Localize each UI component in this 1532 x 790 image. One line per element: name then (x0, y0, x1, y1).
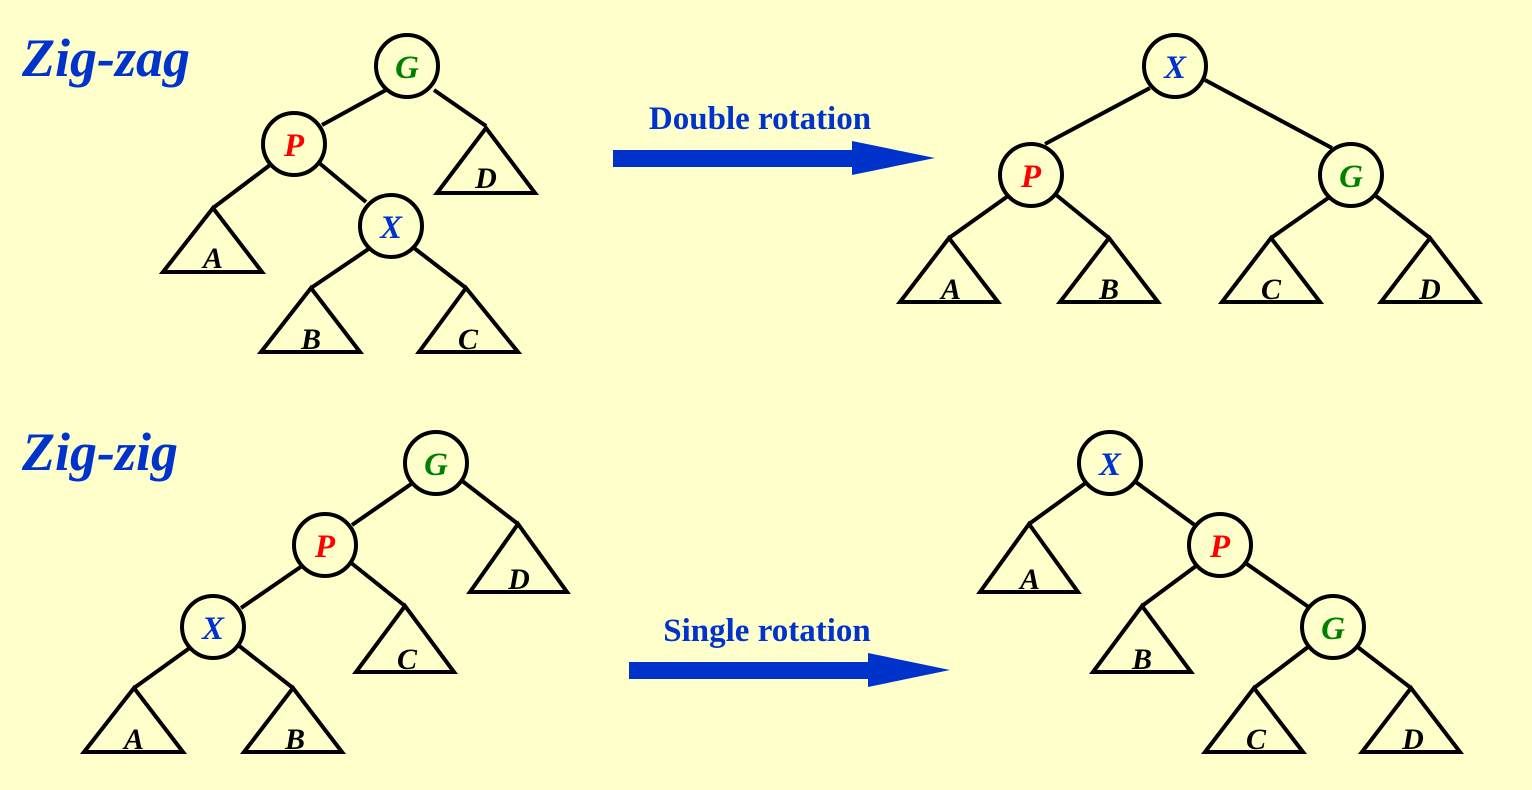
edge-G-D (1353, 643, 1413, 690)
node-P-label: P (283, 128, 305, 164)
arrow-shaft (629, 662, 874, 679)
subtree-B-label: B (300, 323, 321, 356)
node-X-circle (1142, 33, 1208, 99)
subtree-B-triangle (239, 684, 347, 754)
edge-P-A (947, 194, 1010, 240)
subtree-C-triangle (1200, 684, 1308, 754)
subtree-C-triangle (1217, 234, 1325, 304)
edge-G-C (1269, 194, 1333, 240)
node-P-label: P (314, 529, 336, 565)
zig-zag-panel: Zig-zag D A B C G P X Double rot (21, 28, 1484, 356)
subtree-C-label: C (1261, 273, 1282, 306)
edge-P-X (239, 564, 304, 610)
subtree-A-label: A (201, 242, 223, 275)
edge-X-B (236, 643, 295, 690)
zig-zag-after-tree: A B C D X P G (895, 33, 1484, 306)
edge-X-G (1204, 78, 1333, 150)
subtree-D-triangle (466, 520, 571, 594)
edge-G-C (1252, 645, 1310, 690)
edge-P-B (1053, 192, 1111, 240)
node-P-label: P (1020, 159, 1042, 195)
subtree-C-triangle (415, 284, 523, 354)
edge-G-P (321, 88, 387, 127)
zig-zag-title: Zig-zag (21, 28, 190, 88)
edge-P-B (1140, 564, 1198, 608)
edge-G-D (432, 88, 488, 128)
node-X-circle (358, 193, 424, 259)
subtree-A-label: A (1018, 563, 1040, 596)
node-P-circle (261, 111, 327, 177)
node-G-circle (403, 430, 469, 496)
subtree-A-label: A (939, 273, 961, 306)
subtree-C-triangle (352, 602, 458, 674)
edge-G-D (459, 478, 520, 526)
subtree-A-triangle (976, 520, 1082, 594)
double-rotation-arrow: Double rotation (613, 101, 935, 175)
subtree-B-label: B (1131, 643, 1152, 676)
node-X-label: X (201, 611, 225, 647)
subtree-C-label: C (458, 323, 479, 356)
node-X-circle (180, 594, 246, 660)
subtree-B-label: B (1098, 273, 1119, 306)
arrow-head-icon (868, 653, 950, 687)
single-rotation-arrow: Single rotation (629, 613, 950, 687)
edge-X-A (1027, 480, 1089, 526)
subtree-D-label: D (1401, 723, 1424, 756)
single-rotation-label: Single rotation (663, 613, 871, 649)
edge-P-C (348, 560, 407, 608)
subtree-B-triangle (1055, 234, 1163, 304)
edge-X-P (1044, 86, 1151, 146)
subtree-D-triangle (1376, 234, 1484, 304)
zig-zig-before-tree: D C A B G P X (79, 430, 571, 756)
edge-P-G (1242, 560, 1312, 610)
node-G-circle (1300, 594, 1366, 660)
node-P-label: P (1209, 529, 1231, 565)
edge-X-P (1131, 478, 1198, 528)
zig-zig-title: Zig-zig (21, 422, 178, 482)
edge-G-D (1374, 194, 1432, 240)
edge-X-B (309, 246, 372, 290)
subtree-B-label: B (284, 723, 305, 756)
node-X-label: X (1163, 50, 1187, 86)
node-G-circle (374, 33, 440, 99)
subtree-D-triangle (432, 124, 540, 195)
subtree-B-triangle (1089, 602, 1195, 674)
subtree-A-triangle (79, 684, 188, 754)
edge-P-X (316, 160, 368, 204)
node-X-label: X (1098, 447, 1122, 483)
subtree-D-label: D (507, 563, 530, 596)
node-X-circle (1077, 430, 1143, 496)
subtree-C-label: C (397, 643, 418, 676)
node-G-label: G (1321, 611, 1345, 647)
zig-zig-panel: Zig-zig D C A B G P X Single rot (21, 422, 1465, 756)
edge-P-A (211, 163, 272, 210)
edge-G-P (350, 480, 416, 527)
double-rotation-label: Double rotation (649, 101, 871, 137)
node-P-circle (1187, 512, 1253, 578)
subtree-A-label: A (122, 723, 144, 756)
edge-X-A (132, 645, 193, 690)
zig-zag-before-tree: D A B C G P X (158, 33, 540, 356)
subtree-A-triangle (158, 204, 267, 274)
subtree-B-triangle (256, 284, 365, 354)
subtree-D-label: D (474, 162, 497, 195)
node-X-label: X (379, 210, 403, 246)
subtree-D-triangle (1357, 684, 1465, 754)
arrow-head-icon (852, 141, 935, 175)
zig-zig-after-tree: A B C D X P G (976, 430, 1465, 756)
arrow-shaft (613, 150, 858, 167)
node-G-label: G (395, 50, 419, 86)
subtree-C-label: C (1246, 723, 1267, 756)
node-G-label: G (1339, 159, 1363, 195)
subtree-A-triangle (895, 234, 1003, 304)
node-P-circle (292, 512, 358, 578)
node-G-label: G (424, 447, 448, 483)
edge-X-C (412, 246, 468, 290)
node-P-circle (998, 142, 1064, 208)
node-G-circle (1318, 142, 1384, 208)
subtree-D-label: D (1418, 273, 1441, 306)
